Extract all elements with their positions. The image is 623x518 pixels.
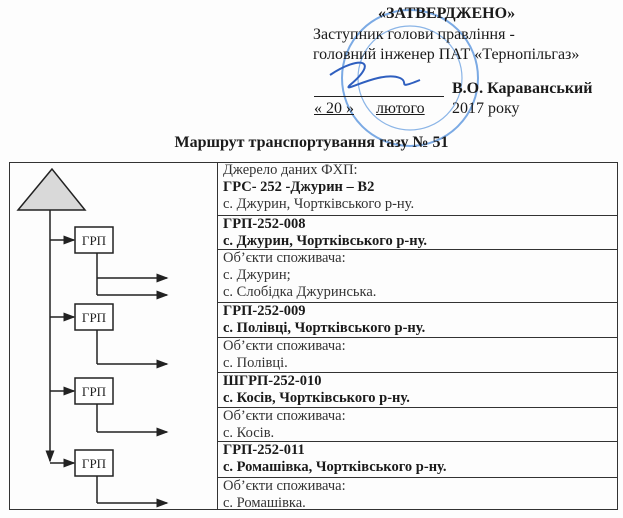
row-line: с. Джурин, Чортківського р-ну. <box>223 196 415 212</box>
column-divider <box>217 162 218 510</box>
row-line: с. Полівці. <box>223 355 288 371</box>
approval-position-line1: Заступник голови правління - <box>313 26 515 43</box>
grp-box-label: ГРП <box>82 456 106 471</box>
grp-box-label: ГРП <box>82 310 106 325</box>
row-line: с. Ромашівка. <box>223 495 306 511</box>
grp-box <box>74 303 114 331</box>
table-row: Об’єкти споживача:с. Полівці. <box>218 337 618 372</box>
row-line: Об’єкти споживача: <box>223 338 346 354</box>
row-line: ГРП-252-009 <box>223 303 306 319</box>
row-line: с. Ромашівка, Чортківського р-ну. <box>223 459 447 475</box>
grp-box <box>74 377 114 405</box>
table-row: Об’єкти споживача:с. Джурин;с. Слобідка … <box>218 249 618 302</box>
official-stamp <box>329 9 479 147</box>
table-row: Об’єкти споживача:с. Ромашівка. <box>218 477 618 511</box>
row-line: Об’єкти споживача: <box>223 478 346 494</box>
route-table <box>9 162 618 510</box>
row-line: Об’єкти споживача: <box>223 408 346 424</box>
grp-box <box>74 449 114 477</box>
row-line: Джерело даних ФХП: <box>223 162 358 178</box>
row-line: с. Джурин; <box>223 267 291 283</box>
row-line: с. Косів. <box>223 425 275 441</box>
approval-position-line2: головний інженер ПАТ «Тернопільгаз» <box>313 46 580 63</box>
grp-box-label: ГРП <box>82 233 106 248</box>
row-line: ГРП-252-008 <box>223 216 306 232</box>
row-line: ШГРП-252-010 <box>223 373 322 389</box>
signature-line <box>314 96 444 97</box>
page-title: Маршрут транспортування газу № 51 <box>174 134 449 151</box>
signature-icon <box>329 61 421 89</box>
row-line: с. Косів, Чортківського р-ну. <box>223 390 410 406</box>
row-line: с. Полівці, Чортківського р-ну. <box>223 320 426 336</box>
table-row: Об’єкти споживача:с. Косів. <box>218 407 618 441</box>
row-line: ГРС- 252 -Джурин – В2 <box>223 179 375 195</box>
signatory-name: В.О. Караванський <box>452 80 593 97</box>
gas-source-triangle-icon <box>16 167 87 211</box>
date-day: « 20 » <box>314 100 354 117</box>
row-line: с. Джурин, Чортківського р-ну. <box>223 233 428 249</box>
grp-box <box>74 226 114 254</box>
date-month: лютого <box>376 100 425 117</box>
row-line: ГРП-252-011 <box>223 442 305 458</box>
grp-box-label: ГРП <box>82 384 106 399</box>
approval-heading: «ЗАТВЕРДЖЕНО» <box>378 5 516 22</box>
date-year: 2017 року <box>452 100 520 117</box>
row-line: с. Слобідка Джуринська. <box>223 284 377 300</box>
row-line: Об’єкти споживача: <box>223 250 346 266</box>
